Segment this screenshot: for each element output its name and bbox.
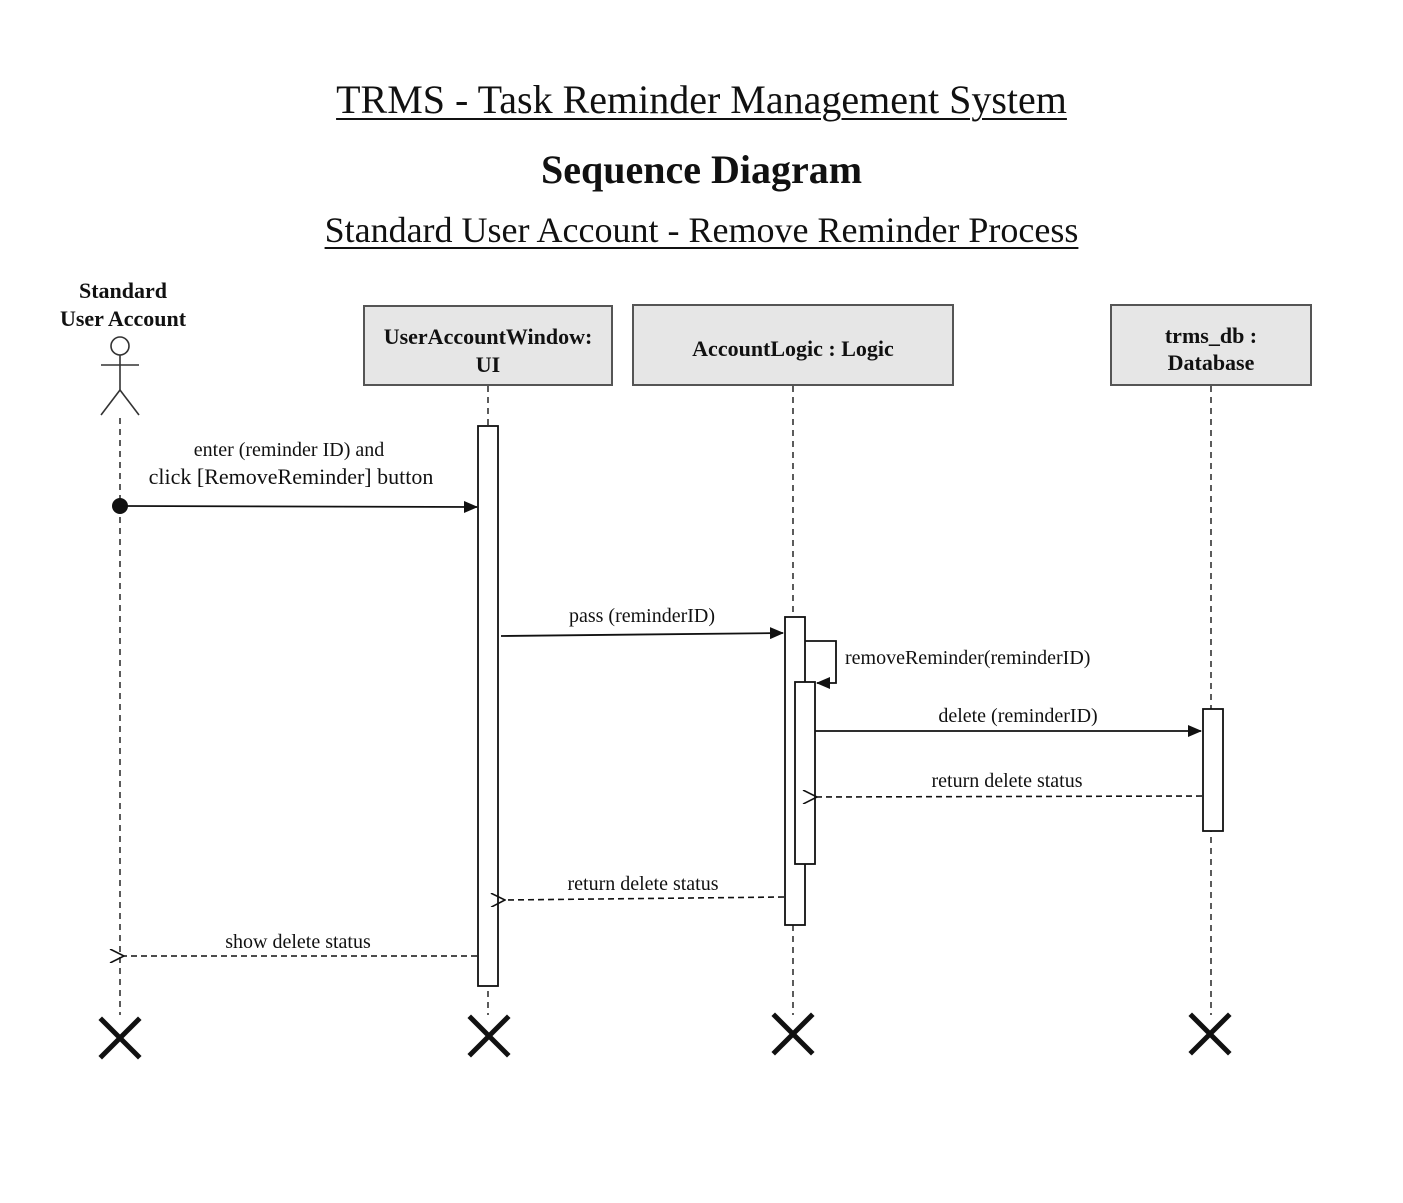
process-title: Standard User Account - Remove Reminder …	[324, 210, 1079, 250]
lifeline-logic-label: AccountLogic : Logic	[692, 336, 894, 361]
destroy-x-icon-logic	[771, 1012, 815, 1056]
stick-figure-icon	[100, 336, 140, 416]
actor-label-line1: Standard	[79, 278, 167, 303]
lifeline-db-line2: Database	[1168, 350, 1255, 375]
message-label-2: pass (reminderID)	[569, 605, 715, 627]
message-label-4: delete (reminderID)	[938, 705, 1097, 727]
message-return-status-logic: return delete status	[505, 873, 785, 900]
lifeline-box-db: trms_db : Database	[1110, 304, 1312, 386]
actor-standard-user: Standard User Account	[60, 278, 187, 416]
lifeline-ui-line1: UserAccountWindow:	[384, 324, 593, 349]
destroy-x-icon-db	[1188, 1012, 1232, 1056]
lifeline-ui-line2: UI	[476, 352, 500, 377]
actor-label-line2: User Account	[60, 306, 187, 331]
message-enter-and-click: enter (reminder ID) and click [RemoveRem…	[112, 439, 478, 514]
lifeline-box-logic: AccountLogic : Logic	[632, 304, 954, 386]
diagram-subtitle: Sequence Diagram	[540, 147, 863, 192]
message-remove-reminder-self: removeReminder(reminderID)	[805, 640, 1090, 689]
lifeline-db-line1: trms_db :	[1165, 323, 1257, 348]
diagram-title: TRMS - Task Reminder Management System	[336, 77, 1067, 122]
message-pass-reminder-id: pass (reminderID)	[500, 605, 784, 640]
message-label-7: show delete status	[225, 931, 371, 953]
message-show-status: show delete status	[124, 931, 477, 956]
lifeline-box-ui: UserAccountWindow: UI	[363, 305, 613, 386]
message-label-5: return delete status	[931, 770, 1082, 792]
message-label-3: removeReminder(reminderID)	[845, 647, 1090, 669]
message-label-1a: enter (reminder ID) and	[194, 439, 384, 461]
activation-logic-nested	[794, 681, 816, 865]
destroy-x-icon-ui	[467, 1014, 511, 1058]
activation-ui	[477, 425, 499, 987]
message-label-6: return delete status	[567, 873, 718, 895]
message-return-status-db: return delete status	[817, 770, 1203, 797]
message-label-1b: click [RemoveReminder] button	[149, 464, 434, 489]
destroy-x-icon-actor	[98, 1016, 142, 1060]
activation-db	[1202, 708, 1224, 832]
message-delete-reminder-id: delete (reminderID)	[815, 705, 1202, 737]
